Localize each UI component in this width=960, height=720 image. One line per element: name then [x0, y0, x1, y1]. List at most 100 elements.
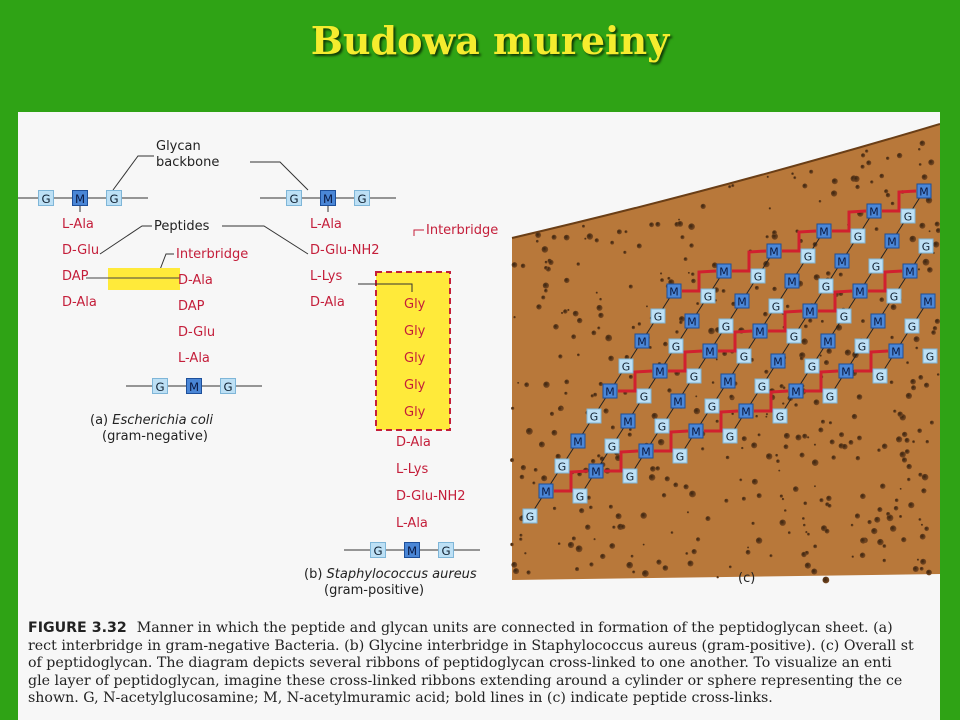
peptide-cross-link [832, 209, 867, 233]
glycan-unit-b-g-left-letter: G [373, 544, 382, 558]
surface-pore [571, 536, 576, 541]
surface-pore [711, 381, 715, 384]
surface-pore [931, 330, 936, 335]
surface-pore [689, 243, 694, 248]
surface-pore [593, 392, 598, 397]
ribbon-unit-m: M [734, 293, 750, 309]
surface-pore [610, 425, 615, 430]
surface-pore [564, 277, 570, 284]
ribbon-unit-g: G [572, 488, 588, 504]
surface-pore [908, 502, 915, 509]
glycan-pointer-right [250, 161, 309, 191]
surface-pore [857, 435, 862, 441]
surface-pore [831, 178, 838, 185]
surface-pore [563, 309, 568, 314]
ribbon-unit-g: G [718, 318, 734, 334]
caption-lead: FIGURE 3.32 [28, 620, 127, 636]
surface-pore [924, 526, 929, 532]
surface-pore [524, 552, 527, 555]
ribbon-unit-m-letter: M [673, 395, 682, 408]
surface-pore [911, 385, 917, 391]
slide-title: Budowa mureiny [310, 18, 670, 63]
surface-pore [811, 568, 818, 575]
ribbon-unit-g-letter: G [822, 280, 830, 293]
ribbon-unit-g-letter: G [904, 210, 912, 223]
surface-pore [933, 241, 940, 248]
surface-pore [877, 538, 884, 546]
ribbon-unit-g: G [686, 368, 702, 384]
ribbon-unit-g: G [636, 388, 652, 404]
surface-pore [838, 272, 843, 277]
surface-pore [913, 336, 920, 343]
surface-pore [932, 326, 938, 331]
surface-pore [917, 268, 921, 271]
surface-pore [890, 201, 895, 206]
surface-pore [918, 148, 921, 151]
ribbon-unit-g-letter: G [758, 380, 766, 393]
surface-pore [893, 409, 897, 413]
peptide-cross-link [754, 389, 789, 413]
ribbon-unit-m-letter: M [669, 285, 678, 298]
surface-pore [594, 238, 599, 243]
glycan-unit-left-g-right-letter: G [109, 192, 118, 206]
peptide-cross-link [818, 289, 853, 313]
glycine-bridge-box [375, 271, 451, 431]
glycan-unit-bottom-g-right: G [220, 378, 236, 394]
surface-pore [575, 545, 583, 553]
ribbon-unit-g-letter: G [558, 460, 566, 473]
glycan-unit-bottom-g-right-letter: G [223, 380, 232, 394]
surface-pore [928, 230, 931, 233]
ribbon-unit-m: M [738, 403, 754, 419]
ribbon-unit-m-letter: M [605, 385, 614, 398]
surface-pore [801, 551, 807, 558]
interbridge-label-b: Interbridge [426, 223, 498, 238]
surface-pore [517, 381, 520, 384]
surface-pore [889, 380, 894, 385]
peptide-cross-link [718, 329, 753, 353]
ribbon-unit-g: G [836, 308, 852, 324]
peptide-cross-link [618, 369, 653, 393]
surface-pore [848, 440, 854, 445]
surface-pore [874, 227, 879, 231]
surface-pore [935, 228, 940, 234]
surface-pore [902, 431, 908, 438]
surface-pore [660, 272, 663, 275]
lys-to-bridge-line [358, 283, 413, 292]
ribbon-unit-m: M [702, 343, 718, 359]
ribbon-unit-m: M [902, 263, 918, 279]
surface-pore [513, 316, 516, 319]
glycan-unit-right-g-left-letter: G [289, 192, 298, 206]
surface-pore [687, 560, 694, 567]
glycan-unit-left-g-left-letter: G [41, 192, 50, 206]
surface-pore [688, 223, 695, 230]
ribbon-unit-m-letter: M [541, 485, 550, 498]
ribbon-unit-m-letter: M [755, 325, 764, 338]
surface-pore [794, 403, 798, 407]
surface-pore [648, 346, 652, 349]
surface-pore [731, 412, 734, 416]
surface-pore [754, 285, 759, 290]
peptide-cross-link [768, 309, 803, 333]
glycan-unit-left-m-letter: M [75, 192, 85, 206]
surface-pore [871, 528, 878, 535]
ribbon-unit-g: G [750, 268, 766, 284]
surface-pore [918, 163, 922, 166]
chain-b-0: D-Ala [396, 435, 431, 450]
surface-pore [820, 319, 824, 323]
surface-pore [824, 528, 830, 534]
surface-pore [650, 466, 656, 472]
surface-pore [890, 525, 897, 532]
surface-pore [577, 317, 583, 324]
surface-pore [906, 361, 909, 365]
ribbon-unit-m-letter: M [787, 275, 796, 288]
ribbon-unit-m-letter: M [869, 205, 878, 218]
glycine-3: Gly [404, 378, 426, 393]
ribbon-unit-m-letter: M [769, 245, 778, 258]
glycan-unit-right-m: M [320, 190, 336, 206]
surface-pore [918, 375, 924, 380]
surface-pore [649, 222, 654, 228]
